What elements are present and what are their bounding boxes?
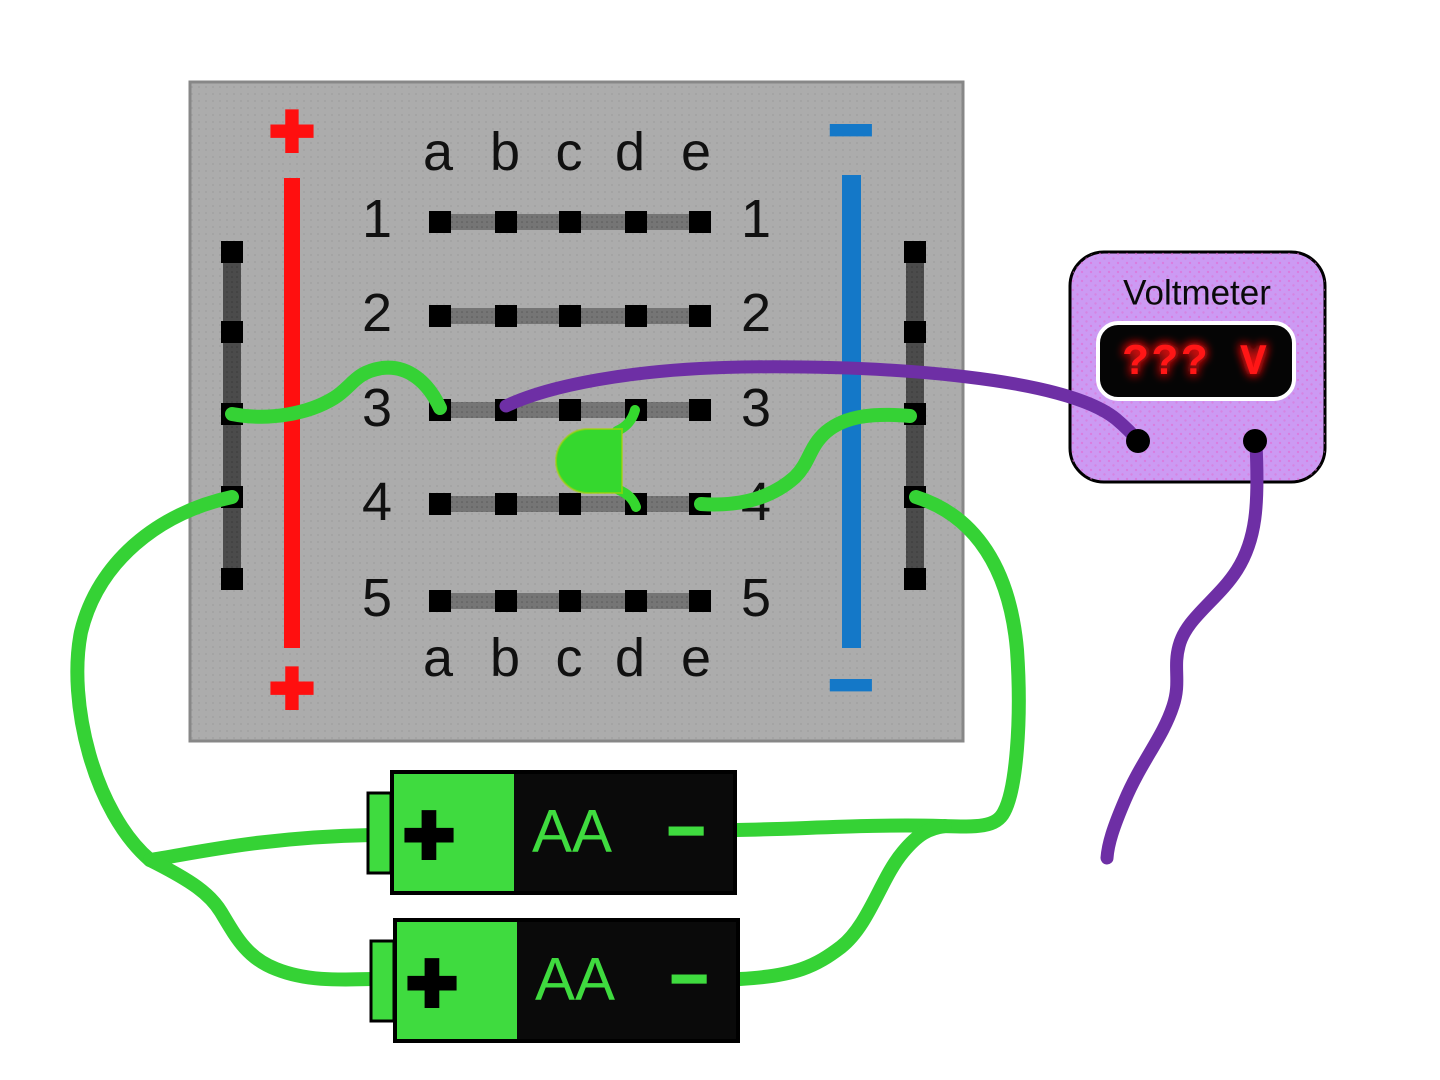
- battery1-outline: [390, 770, 737, 895]
- pin-c2[interactable]: [559, 305, 581, 327]
- col-label-bottom-d: d: [615, 628, 645, 688]
- pin-c4[interactable]: [559, 493, 581, 515]
- pin-d2[interactable]: [625, 305, 647, 327]
- voltmeter-display: [1096, 321, 1296, 401]
- right-bus-pin-2[interactable]: [904, 321, 926, 343]
- pin-e3[interactable]: [689, 399, 711, 421]
- wire-junction-to-battery1-positive[interactable]: [143, 828, 379, 867]
- right-bus-pin-1[interactable]: [904, 241, 926, 263]
- probe-wire-b3-to-voltmeter-left[interactable]: [499, 360, 1146, 449]
- column-labels-bottom: a b c d e: [423, 628, 711, 688]
- row-label-right-5: 5: [741, 568, 771, 628]
- row-label-right-2: 2: [741, 283, 771, 343]
- battery2-positive-terminal-nub: [369, 939, 396, 1023]
- breadboard: + + − −: [188, 80, 965, 743]
- pin-e1[interactable]: [689, 211, 711, 233]
- voltmeter-title: Voltmeter: [1123, 274, 1271, 313]
- battery2-positive-label: +: [406, 933, 457, 1032]
- column-labels-top: a b c d e: [423, 122, 711, 182]
- pin-a5[interactable]: [429, 590, 451, 612]
- col-label-top-b: b: [490, 122, 520, 182]
- col-label-top-d: d: [615, 122, 645, 182]
- battery1-negative-label: −: [667, 793, 706, 867]
- positive-marker-top: +: [270, 89, 314, 174]
- col-label-bottom-e: e: [681, 628, 711, 688]
- pin-c1[interactable]: [559, 211, 581, 233]
- pin-c3[interactable]: [559, 399, 581, 421]
- col-label-top-c: c: [556, 122, 583, 182]
- wire-left-bus-to-battery-junction[interactable]: [70, 490, 239, 867]
- pin-a2[interactable]: [429, 305, 451, 327]
- negative-marker-top: −: [829, 88, 873, 173]
- voltmeter-terminal-right[interactable]: [1243, 429, 1267, 453]
- pin-d5[interactable]: [625, 590, 647, 612]
- led[interactable]: [555, 405, 641, 512]
- battery1-negative-end: [514, 772, 735, 893]
- pin-c5[interactable]: [559, 590, 581, 612]
- pin-b4[interactable]: [495, 493, 517, 515]
- voltmeter[interactable]: Voltmeter ??? V: [1068, 250, 1327, 484]
- pin-b5[interactable]: [495, 590, 517, 612]
- right-bus-pin-5[interactable]: [904, 568, 926, 590]
- left-bus-pin-1[interactable]: [221, 241, 243, 263]
- pin-b1[interactable]: [495, 211, 517, 233]
- battery-2[interactable]: + AA −: [369, 918, 740, 1043]
- col-label-top-e: e: [681, 122, 711, 182]
- battery2-negative-label: −: [670, 941, 709, 1015]
- negative-marker-bottom: −: [829, 643, 873, 728]
- row-label-left-1: 1: [362, 189, 392, 249]
- battery1-positive-terminal-nub: [366, 791, 393, 875]
- battery2-outline: [393, 918, 740, 1043]
- wire-junction-to-battery2-positive[interactable]: [143, 853, 383, 987]
- row-label-left-5: 5: [362, 568, 392, 628]
- positive-marker-bottom: +: [270, 646, 314, 731]
- pin-e5[interactable]: [689, 590, 711, 612]
- wire-right-bus-to-battery1-negative[interactable]: [730, 490, 1026, 837]
- left-bus-pin-2[interactable]: [221, 321, 243, 343]
- pin-e2[interactable]: [689, 305, 711, 327]
- battery-1[interactable]: + AA −: [366, 770, 737, 895]
- battery2-type-label: AA: [535, 946, 615, 1013]
- row-label-right-1: 1: [741, 189, 771, 249]
- voltmeter-display-value: ??? V: [1122, 338, 1269, 388]
- battery1-type-label: AA: [532, 798, 612, 865]
- probe-wire-voltmeter-right-unconnected[interactable]: [1100, 437, 1264, 865]
- left-bus-pin-5[interactable]: [221, 568, 243, 590]
- col-label-bottom-a: a: [423, 628, 454, 688]
- wire-left-bus-to-a3[interactable]: [225, 360, 447, 424]
- col-label-top-a: a: [423, 122, 454, 182]
- col-label-bottom-b: b: [490, 628, 520, 688]
- wire-battery2-negative-join[interactable]: [733, 819, 952, 986]
- col-label-bottom-c: c: [556, 628, 583, 688]
- pin-b2[interactable]: [495, 305, 517, 327]
- row-label-left-2: 2: [362, 283, 392, 343]
- battery1-positive-label: +: [403, 785, 454, 884]
- pin-d1[interactable]: [625, 211, 647, 233]
- wire-e4-to-right-bus[interactable]: [694, 407, 917, 512]
- row-label-right-3: 3: [741, 378, 771, 438]
- row-label-left-3: 3: [362, 378, 392, 438]
- row-label-left-4: 4: [362, 472, 392, 532]
- negative-rail[interactable]: [842, 175, 861, 648]
- battery2-negative-end: [517, 920, 738, 1041]
- battery2-positive-end: [395, 920, 517, 1041]
- row-labels-left: 1 2 3 4 5: [362, 189, 392, 628]
- pin-a1[interactable]: [429, 211, 451, 233]
- pin-a4[interactable]: [429, 493, 451, 515]
- voltmeter-terminal-left[interactable]: [1126, 429, 1150, 453]
- battery1-positive-end: [392, 772, 514, 893]
- led-body[interactable]: [555, 428, 623, 494]
